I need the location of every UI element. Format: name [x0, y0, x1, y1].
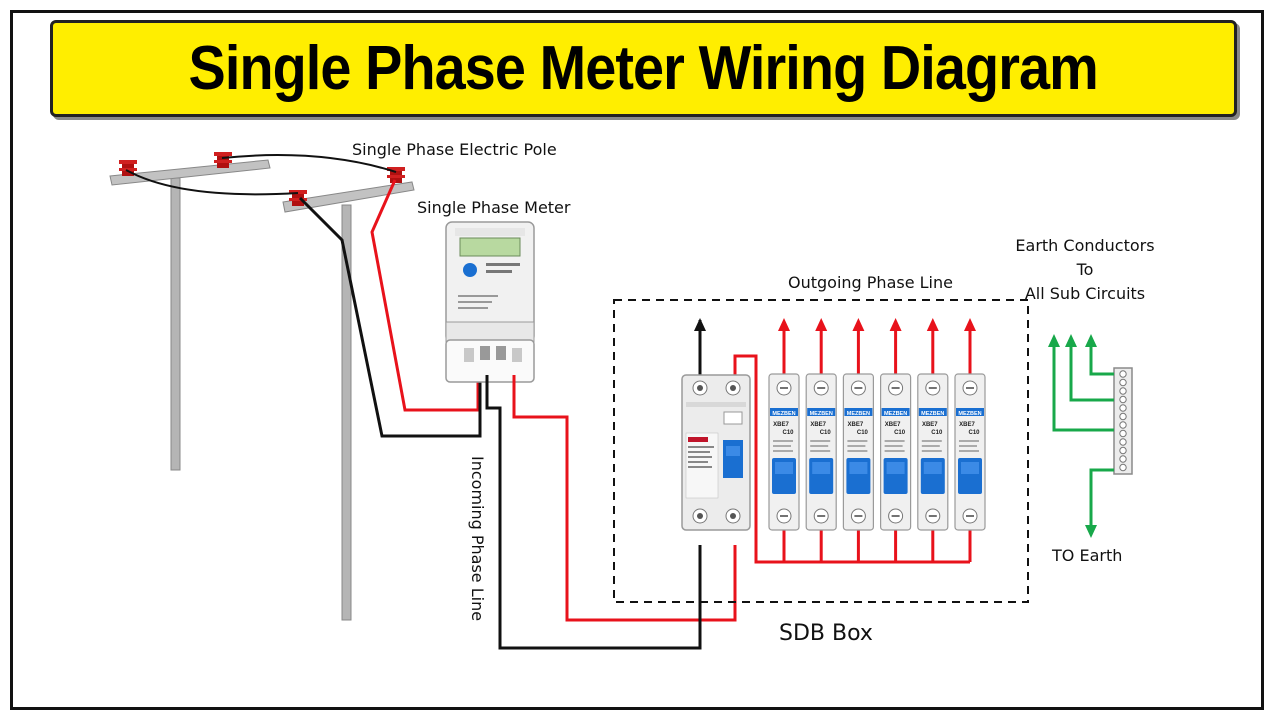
screw-icon — [1119, 378, 1127, 387]
mcb-model-label: XBE7 — [773, 422, 789, 428]
screw-icon — [1119, 395, 1127, 404]
incoming-neutral-wire — [298, 196, 482, 438]
screw-icon — [1119, 387, 1127, 395]
mcb-brand-label: MEZBEN — [810, 411, 833, 417]
screw-icon — [1119, 463, 1127, 472]
arrow-up-icon — [889, 318, 902, 331]
rccb-breaker — [681, 374, 751, 531]
arrow-up-icon — [964, 318, 976, 331]
mcb-model-label: XBE7 — [848, 422, 864, 428]
arrow-up-icon — [926, 318, 939, 331]
energy-meter — [445, 221, 535, 383]
arrow-up-icon — [778, 318, 790, 331]
mcb-rating-label: C10 — [782, 430, 794, 436]
earth-label-line-2: To — [1076, 260, 1094, 279]
to-earth-label: TO Earth — [1052, 546, 1123, 565]
earth-conductors-label: Earth Conductors To All Sub Circuits — [1010, 236, 1160, 303]
screw-icon — [1119, 421, 1127, 429]
mcb-model-label: XBE7 — [885, 422, 901, 428]
mcb-model-label: XBE7 — [922, 422, 938, 428]
meter-to-rccb-phase-wire — [512, 375, 737, 622]
screw-icon — [1119, 438, 1127, 446]
mcb-rating-label: C10 — [931, 430, 943, 436]
earth-conductors — [1052, 345, 1114, 530]
mcb-rating-label: C10 — [857, 430, 869, 436]
page-title: Single Phase Meter Wiring Diagram — [188, 34, 1099, 103]
screw-icon — [1119, 412, 1127, 421]
arrow-up-icon — [1048, 334, 1060, 347]
mcb-brand-label: MEZBEN — [921, 411, 944, 417]
earth-bar — [1113, 367, 1133, 475]
mcb-brand-label: MEZBEN — [772, 411, 795, 417]
sdb-box — [613, 299, 1029, 603]
arrow-up-icon — [694, 318, 706, 331]
busbar-phase-wire — [733, 354, 970, 564]
incoming-phase-wire — [370, 179, 480, 412]
arrow-up-icon — [1065, 334, 1077, 347]
electric-pole-left — [109, 152, 271, 471]
arrow-up-icon — [1085, 334, 1097, 347]
mcb-brand-label: MEZBEN — [884, 411, 907, 417]
overhead-neutral-line — [125, 169, 299, 196]
sdb-box-label: SDB Box — [779, 621, 873, 646]
screw-icon — [1119, 404, 1127, 412]
mcb-brand-label: MEZBEN — [847, 411, 870, 417]
mcb-brand-label: MEZBEN — [958, 411, 981, 417]
mcb-rating-label: C10 — [968, 430, 980, 436]
mcb-rating-label: C10 — [894, 430, 906, 436]
earth-label-line-1: Earth Conductors — [1015, 236, 1155, 255]
title-banner: Single Phase Meter Wiring Diagram — [50, 20, 1237, 117]
meter-to-rccb-neutral-wire — [485, 375, 702, 650]
mcb-model-label: XBE7 — [810, 422, 826, 428]
arrow-up-icon — [852, 318, 865, 331]
pole-label: Single Phase Electric Pole — [352, 140, 557, 159]
overhead-phase-line — [221, 154, 397, 173]
mcb-model-label: XBE7 — [959, 422, 975, 428]
incoming-phase-label: Incoming Phase Line — [468, 456, 487, 622]
insulator-icon — [214, 152, 232, 168]
electric-pole-right — [282, 167, 415, 621]
meter-label: Single Phase Meter — [417, 198, 571, 217]
screw-icon — [1119, 429, 1127, 438]
screw-icon — [1119, 370, 1127, 378]
screw-icon — [1119, 446, 1127, 455]
screw-icon — [1119, 455, 1127, 463]
arrow-up-icon — [815, 318, 828, 331]
mcb-rating-label: C10 — [820, 430, 832, 436]
arrow-down-icon — [1085, 525, 1097, 538]
outer-frame — [10, 10, 1264, 710]
meter-button-icon — [463, 263, 477, 277]
earth-label-line-3: All Sub Circuits — [1024, 284, 1146, 303]
mcb-group: MEZBENXBE7C10MEZBENXBE7C10MEZBENXBE7C10M… — [768, 318, 986, 562]
outgoing-phase-label: Outgoing Phase Line — [788, 273, 953, 292]
